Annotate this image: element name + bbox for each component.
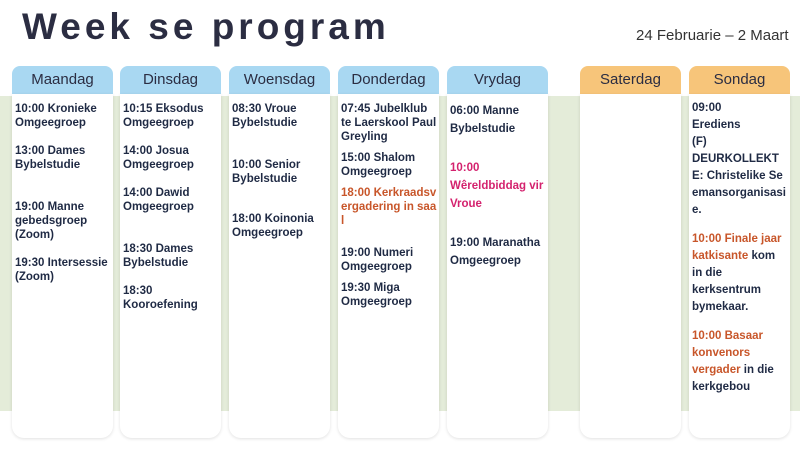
day-header: Dinsdag [120, 66, 221, 94]
event: 09:00 Erediens (F) [692, 102, 741, 148]
event: 15:00 Shalom Omgeegroep [341, 152, 416, 178]
event: 07:45 Jubelklub te Laerskool Paul Greyli… [341, 103, 437, 143]
day-column-sondag: Sondag 09:00 Erediens (F) DEURKOLLEKTE: … [689, 66, 790, 438]
event: 10:15 Eksodus Omgeegroep [123, 103, 204, 129]
event: 19:30 Intersessie (Zoom) [15, 257, 108, 283]
day-header: Sondag [689, 66, 790, 94]
event-rest: in die kerkgebou [692, 364, 774, 393]
event: 18:30 Kooroefening [123, 285, 198, 311]
event: 19:00 Numeri Omgeegroep [341, 247, 414, 273]
event: 19:00 Maranatha Omgeegroep [450, 237, 541, 267]
event: 08:30 Vroue Bybelstudie [232, 103, 298, 129]
event: 14:00 Dawid Omgeegroep [123, 187, 194, 213]
event-highlight: 10:00 Basaar konvenors vergader [692, 330, 763, 376]
day-column-saterdag: Saterdag [580, 66, 681, 438]
day-column-dinsdag: Dinsdag 10:15 Eksodus Omgeegroep 14:00 J… [120, 66, 221, 438]
day-column-woensdag: Woensdag 08:30 Vroue Bybelstudie 10:00 S… [229, 66, 330, 438]
event: 19:30 Miga Omgeegroep [341, 282, 412, 308]
event-highlighted: 18:00 Kerkraadsvergadering in saal [341, 187, 437, 227]
event-highlight: 10:00 Finale jaar katkisante [692, 233, 782, 262]
event: 06:00 Manne Bybelstudie [450, 105, 520, 135]
event: 18:00 Koinonia Omgeegroep [232, 213, 314, 239]
event: 10:00 Kronieke Omgeegroep [15, 103, 97, 129]
event: 18:30 Dames Bybelstudie [123, 243, 194, 269]
day-column-donderdag: Donderdag 07:45 Jubelklub te Laerskool P… [338, 66, 439, 438]
event-rest: kom in die kerksentrum bymekaar. [692, 250, 776, 313]
event: DEURKOLLEKTE: Christelike Seemansorganis… [692, 153, 786, 216]
page-title: Week se program [22, 6, 390, 47]
event: 19:00 Manne gebedsgroep (Zoom) [15, 201, 88, 241]
event: 10:00 Senior Bybelstudie [232, 159, 301, 185]
event: 10:00 Basaar konvenors vergader in die k… [692, 328, 788, 396]
event: 10:00 Finale jaar katkisante kom in die … [692, 231, 788, 316]
event: 13:00 Dames Bybelstudie [15, 145, 86, 171]
day-column-maandag: Maandag 10:00 Kronieke Omgeegroep 13:00 … [12, 66, 113, 438]
event-highlighted: 10:00 Wêreldbiddag vir Vroue [450, 162, 544, 210]
day-header: Donderdag [338, 66, 439, 94]
day-header: Saterdag [580, 66, 681, 94]
day-column-vrydag: Vrydag 06:00 Manne Bybelstudie 10:00 Wêr… [447, 66, 548, 438]
date-range: 24 Februarie – 2 Maart [636, 27, 789, 44]
day-header: Vrydag [447, 66, 548, 94]
day-header: Woensdag [229, 66, 330, 94]
event: 14:00 Josua Omgeegroep [123, 145, 194, 171]
day-header: Maandag [12, 66, 113, 94]
